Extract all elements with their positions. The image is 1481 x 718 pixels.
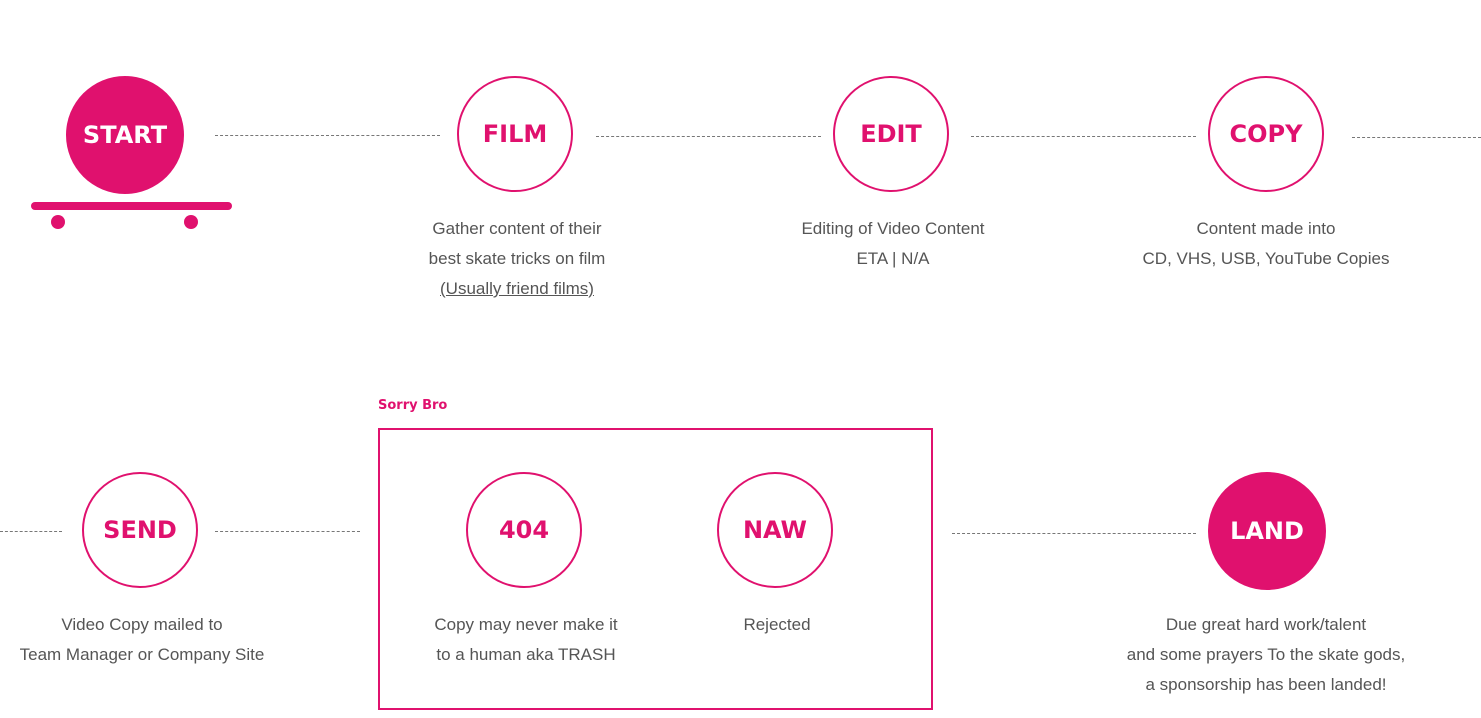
group-label: Sorry Bro <box>378 398 448 413</box>
connector-copy-offscreen <box>1352 137 1481 138</box>
404-label: 404 <box>498 516 550 544</box>
404-node: 404 <box>466 472 582 588</box>
film-desc-line: Gather content of their <box>432 219 602 238</box>
404-desc-line: Copy may never make it <box>434 615 618 634</box>
connector-edit-copy <box>971 136 1196 137</box>
naw-description: Rejected <box>697 610 857 640</box>
connector-offscreen-send <box>0 531 62 532</box>
land-desc-line: and some prayers To the skate gods, <box>1126 645 1406 664</box>
start-node: START <box>66 76 184 194</box>
skateboard-wheel-icon <box>184 215 198 229</box>
connector-send-group <box>215 531 360 532</box>
send-desc-line: Video Copy mailed to <box>61 615 223 634</box>
send-description: Video Copy mailed to Team Manager or Com… <box>2 610 282 670</box>
send-node: SEND <box>82 472 198 588</box>
skateboard-wheel-icon <box>51 215 65 229</box>
edit-desc-line: Editing of Video Content <box>801 219 985 238</box>
skateboard-deck-icon <box>31 202 232 210</box>
edit-description: Editing of Video Content ETA | N/A <box>743 214 1043 274</box>
connector-start-film <box>215 135 440 136</box>
film-desc-line: best skate tricks on film <box>428 249 606 268</box>
land-desc-line: a sponsorship has been landed! <box>1145 675 1387 694</box>
copy-label: COPY <box>1229 120 1303 148</box>
connector-group-land <box>952 533 1196 534</box>
start-label: START <box>82 121 168 149</box>
404-description: Copy may never make it to a human aka TR… <box>396 610 656 670</box>
copy-node: COPY <box>1208 76 1324 192</box>
send-label: SEND <box>103 516 177 544</box>
connector-film-edit <box>596 136 821 137</box>
404-desc-line: to a human aka TRASH <box>436 645 616 664</box>
land-desc-line: Due great hard work/talent <box>1165 615 1367 634</box>
naw-desc-line: Rejected <box>743 615 811 634</box>
land-node: LAND <box>1208 472 1326 590</box>
land-label: LAND <box>1230 517 1304 545</box>
edit-label: EDIT <box>860 120 922 148</box>
film-node: FILM <box>457 76 573 192</box>
copy-desc-line: CD, VHS, USB, YouTube Copies <box>1142 249 1390 268</box>
copy-description: Content made into CD, VHS, USB, YouTube … <box>1116 214 1416 274</box>
edit-node: EDIT <box>833 76 949 192</box>
edit-desc-line: ETA | N/A <box>856 249 930 268</box>
rejection-group-box <box>378 428 933 710</box>
film-description: Gather content of their best skate trick… <box>367 214 667 304</box>
copy-desc-line: Content made into <box>1196 219 1336 238</box>
film-label: FILM <box>482 120 548 148</box>
send-desc-line: Team Manager or Company Site <box>19 645 265 664</box>
naw-label: NAW <box>742 516 808 544</box>
film-desc-note: (Usually friend films) <box>440 279 594 298</box>
land-description: Due great hard work/talent and some pray… <box>1106 610 1426 700</box>
naw-node: NAW <box>717 472 833 588</box>
